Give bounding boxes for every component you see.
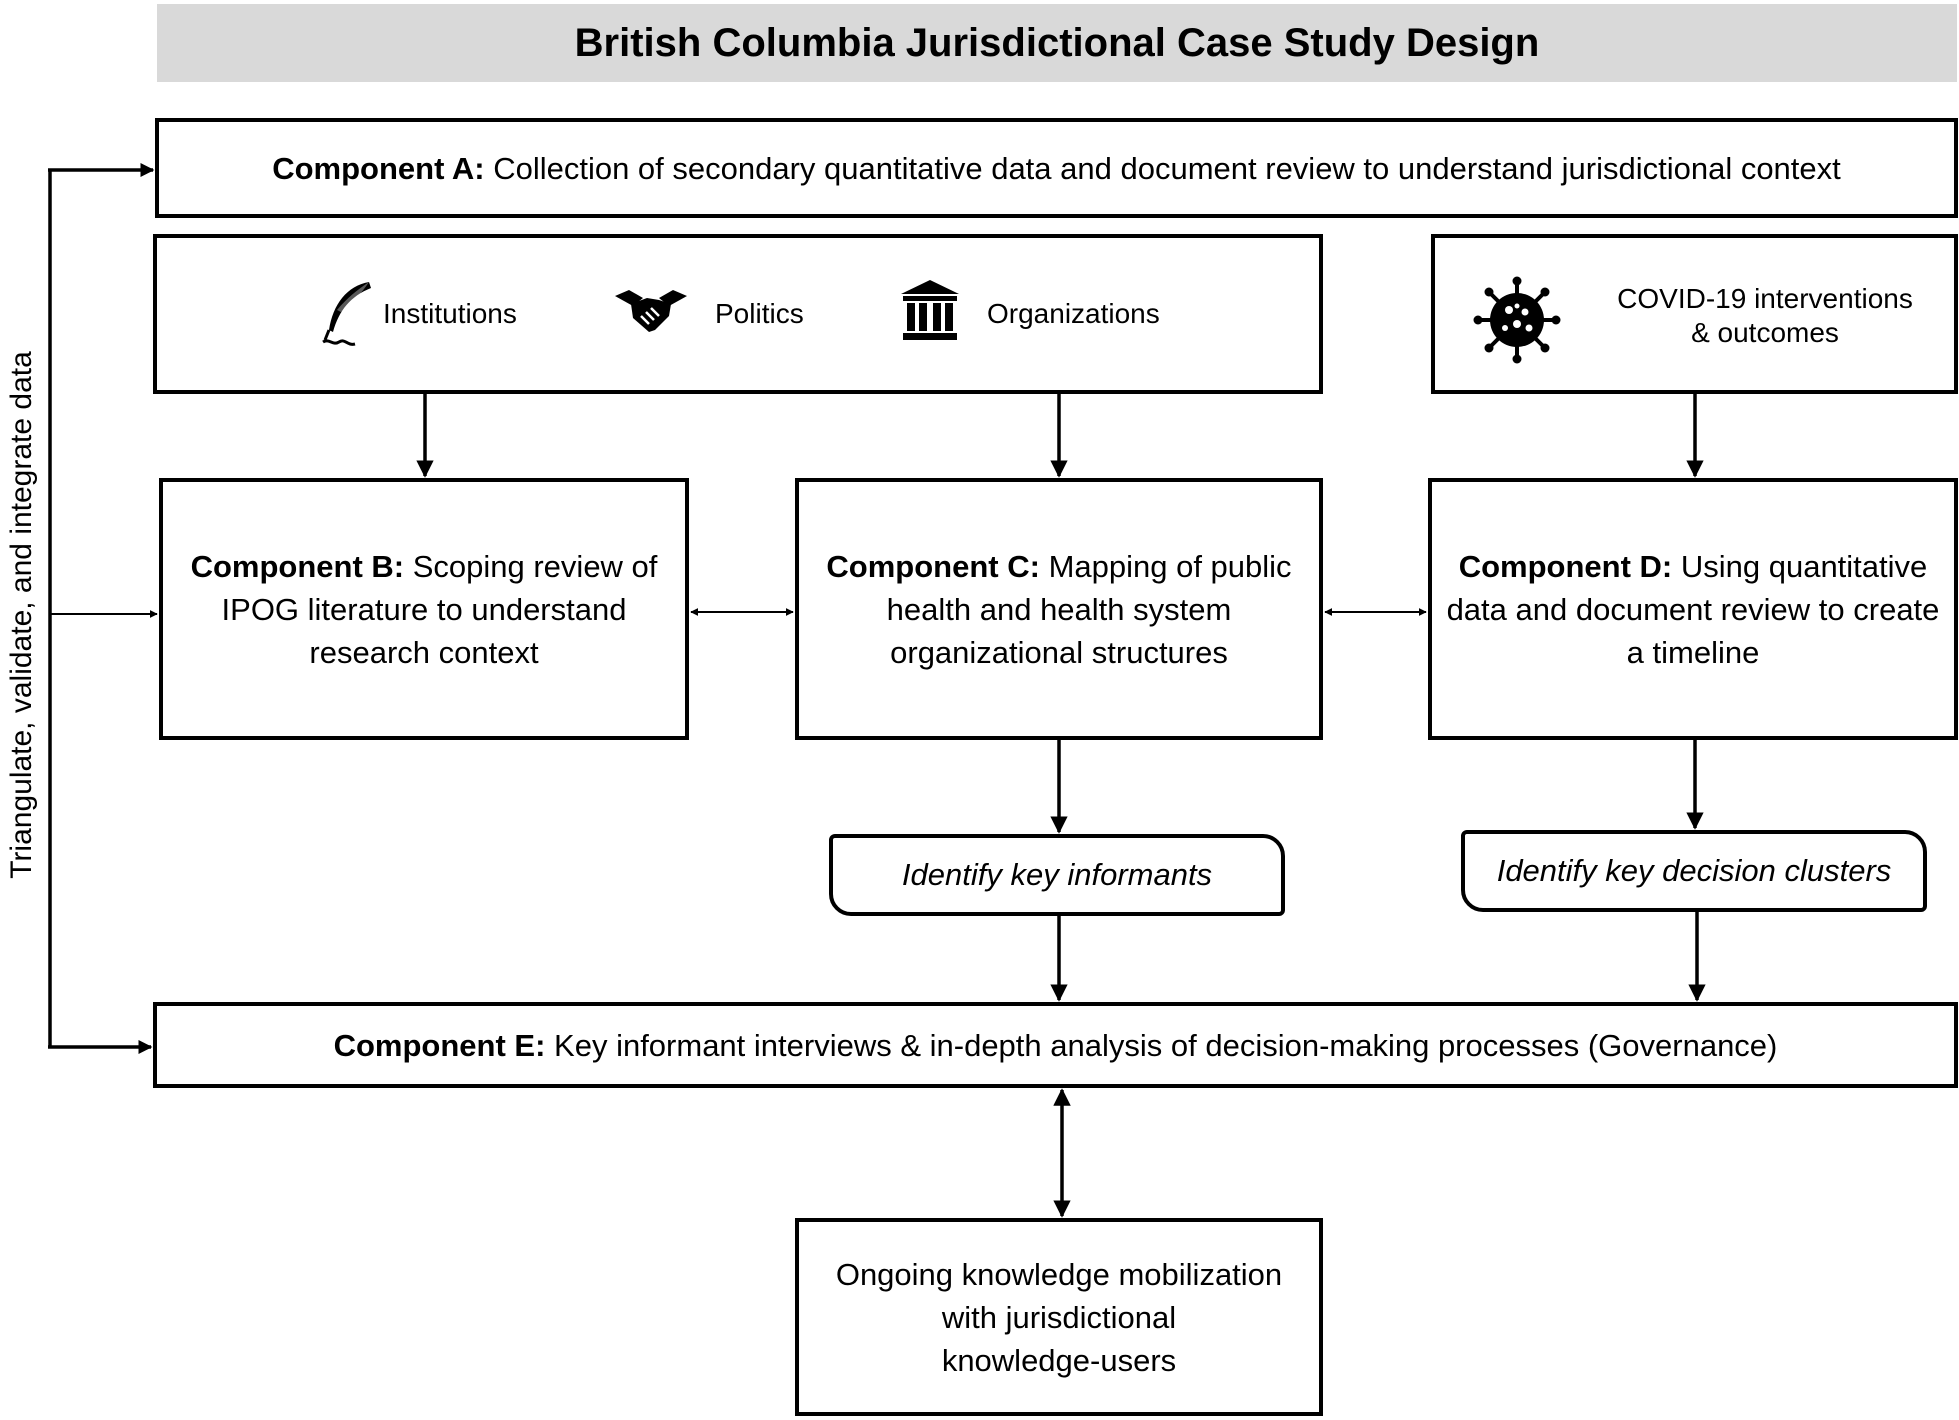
- framework-box: Institutions Politics Organizations: [153, 234, 1323, 394]
- component-a-box: Component A: Collection of secondary qua…: [155, 118, 1958, 218]
- knowledge-line3: knowledge-users: [941, 1342, 1177, 1378]
- knowledge-line1: Ongoing knowledge mobilization: [835, 1256, 1283, 1292]
- framework-item-institutions: Institutions: [383, 298, 517, 329]
- knowledge-line2: with jurisdictional: [941, 1299, 1177, 1335]
- component-c-label: Component C:: [826, 548, 1040, 584]
- key-informants-label: Identify key informants: [901, 857, 1213, 892]
- covid-label-line1: COVID-19 interventions: [1617, 283, 1913, 314]
- component-d-text: Component D: Using quantitative data and…: [1432, 545, 1954, 674]
- component-c-box: Component C: Mapping of public health an…: [795, 478, 1323, 740]
- component-e-box: Component E: Key informant interviews & …: [153, 1002, 1958, 1088]
- key-informants-box: Identify key informants: [829, 834, 1285, 916]
- component-e-label: Component E:: [333, 1027, 546, 1063]
- component-c-text: Component C: Mapping of public health an…: [799, 545, 1319, 674]
- covid-label-line2: & outcomes: [1691, 317, 1839, 348]
- component-c-description: Mapping of public health and health syst…: [886, 548, 1292, 670]
- component-b-box: Component B: Scoping review of IPOG lite…: [159, 478, 689, 740]
- virus-icon: [1473, 276, 1561, 364]
- component-a-label: Component A:: [272, 150, 485, 186]
- component-d-label: Component D:: [1458, 548, 1673, 584]
- framework-item-organizations: Organizations: [987, 298, 1160, 329]
- quill-pen-icon: [322, 282, 371, 346]
- component-d-description: Using quantitative data and document rev…: [1446, 548, 1940, 670]
- decision-clusters-label: Identify key decision clusters: [1496, 853, 1892, 888]
- framework-item-politics: Politics: [715, 298, 804, 329]
- component-b-description: Scoping review of IPOG literature to und…: [221, 548, 658, 670]
- covid-label: COVID-19 interventions & outcomes: [1585, 282, 1945, 350]
- component-b-text: Component B: Scoping review of IPOG lite…: [163, 545, 685, 674]
- decision-clusters-box: Identify key decision clusters: [1461, 830, 1927, 912]
- covid-box: COVID-19 interventions & outcomes: [1431, 234, 1958, 394]
- diagram-title: British Columbia Jurisdictional Case Stu…: [157, 4, 1957, 82]
- component-e-text: Component E: Key informant interviews & …: [322, 1024, 1790, 1067]
- knowledge-mobilization-text: Ongoing knowledge mobilization with juri…: [824, 1253, 1294, 1382]
- knowledge-mobilization-box: Ongoing knowledge mobilization with juri…: [795, 1218, 1323, 1416]
- component-e-description: Key informant interviews & in-depth anal…: [545, 1027, 1778, 1063]
- component-a-text: Component A: Collection of secondary qua…: [260, 147, 1853, 190]
- handshake-icon: [615, 290, 687, 332]
- component-d-box: Component D: Using quantitative data and…: [1428, 478, 1958, 740]
- component-b-label: Component B:: [190, 548, 405, 584]
- building-columns-icon: [901, 280, 959, 340]
- component-a-description: Collection of secondary quantitative dat…: [484, 150, 1841, 186]
